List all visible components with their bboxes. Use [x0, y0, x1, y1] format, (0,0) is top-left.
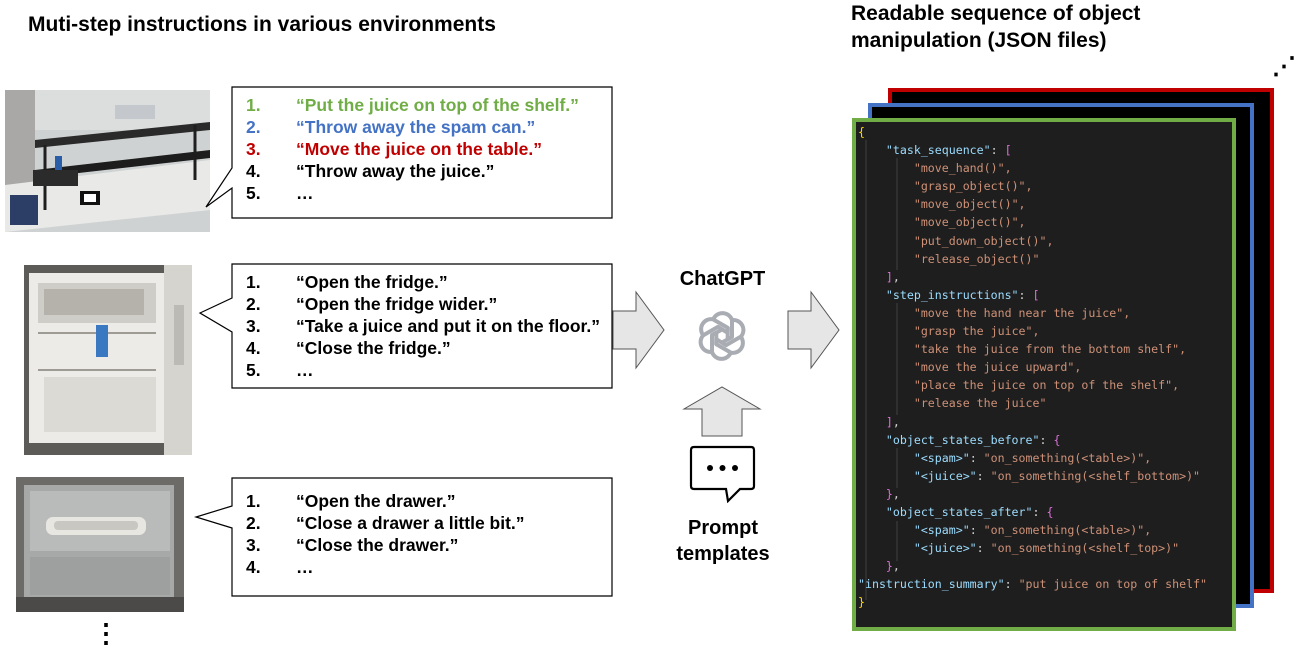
instruction-number: 1. [246, 95, 261, 115]
instruction-item: 4. “Throw away the juice.” [246, 160, 579, 182]
instruction-number: 3. [246, 316, 261, 336]
json-value: "on_something(<table>)", [983, 523, 1152, 538]
arrow-right-to-chatgpt [612, 290, 665, 370]
instruction-text: “Open the fridge wider.” [296, 294, 498, 314]
left-heading: Muti-step instructions in various enviro… [28, 13, 496, 36]
json-close-brace: } [858, 595, 865, 610]
instruction-list-1: 1. “Put the juice on top of the shelf.” 2… [246, 94, 579, 204]
json-value: "move_hand()", [913, 161, 1012, 176]
instruction-text: “Throw away the spam can.” [296, 117, 536, 137]
json-key: "<juice>" [913, 468, 977, 483]
json-key: "<juice>" [913, 541, 977, 556]
instruction-number: 4. [246, 338, 261, 358]
prompt-templates-label: Prompt templates [658, 515, 788, 567]
instruction-item: 3. “Move the juice on the table.” [246, 138, 579, 160]
instruction-item: 2. “Throw away the spam can.” [246, 116, 579, 138]
instruction-item: 1. “Open the drawer.” [246, 490, 525, 512]
instruction-number: 4. [246, 557, 261, 577]
callout-bubble-2 [198, 263, 613, 389]
instruction-text: “Open the drawer.” [296, 491, 456, 511]
arrow-right-to-json [787, 290, 840, 370]
prompt-label-line2: templates [676, 543, 770, 565]
json-value: "move the juice upward", [913, 360, 1082, 375]
json-value: "on_something(<table>)", [983, 450, 1152, 465]
prompt-label-line1: Prompt [688, 517, 758, 539]
json-value: "grasp the juice", [913, 324, 1040, 339]
instruction-number: 1. [246, 272, 261, 292]
json-key: "<spam>" [913, 523, 970, 538]
json-open-brace: { [858, 125, 865, 139]
json-value: "release the juice" [913, 396, 1047, 411]
instruction-text: “Put the juice on top of the shelf.” [296, 95, 579, 115]
instruction-item: 5. … [246, 182, 579, 204]
json-frame-green [852, 118, 1236, 631]
json-key: "<spam>" [913, 450, 970, 465]
json-key: "object_states_after" [885, 504, 1033, 519]
json-value: "move_object()", [913, 197, 1026, 212]
instruction-text: “Close the fridge.” [296, 338, 451, 358]
json-code: { "task_sequence": [ "move_hand()", "gra… [858, 125, 1208, 610]
instruction-number: 5. [246, 360, 261, 380]
json-key: "object_states_before" [885, 432, 1040, 447]
instruction-item: 3. “Take a juice and put it on the floor.… [246, 315, 600, 337]
instruction-item: 5. … [246, 359, 600, 381]
instruction-item: 1. “Put the juice on top of the shelf.” [246, 94, 579, 116]
instruction-number: 3. [246, 535, 261, 555]
json-value: "put_down_object()", [913, 233, 1054, 248]
instruction-text: … [296, 183, 314, 203]
more-json-ellipsis: ⋰ [1272, 53, 1296, 80]
photo-shelf-scene [5, 90, 210, 232]
json-value: "take the juice from the bottom shelf", [913, 342, 1187, 357]
json-value: "put juice on top of shelf" [1018, 577, 1208, 592]
instruction-number: 1. [246, 491, 261, 511]
chatgpt-label: ChatGPT [679, 268, 766, 290]
chat-bubble-icon [689, 445, 756, 503]
instruction-number: 3. [246, 139, 261, 159]
instruction-number: 2. [246, 513, 261, 533]
instruction-list-2: 1. “Open the fridge.” 2. “Open the fridge … [246, 271, 600, 381]
json-value: "grasp_object()", [913, 179, 1033, 194]
more-environments-ellipsis: ⋮ [93, 618, 119, 648]
photo-fridge-scene [24, 265, 192, 455]
right-heading-line1: Readable sequence of object [851, 2, 1141, 25]
callout-bubble-3 [193, 477, 613, 597]
instruction-item: 3. “Close the drawer.” [246, 534, 525, 556]
instruction-item: 2. “Close a drawer a little bit.” [246, 512, 525, 534]
instruction-text: “Close a drawer a little bit.” [296, 513, 525, 533]
json-value: "on_something(<shelf_top>)" [990, 541, 1180, 556]
chatgpt-logo-icon [695, 311, 749, 361]
json-key: "instruction_summary" [858, 577, 1005, 592]
instruction-text: “Open the fridge.” [296, 272, 448, 292]
right-heading-line2: manipulation (JSON files) [851, 29, 1107, 52]
json-value: "release_object()" [913, 251, 1040, 266]
instruction-number: 5. [246, 183, 261, 203]
json-key: "task_sequence" [885, 143, 991, 158]
instruction-text: “Throw away the juice.” [296, 161, 495, 181]
instruction-text: “Take a juice and put it on the floor.” [296, 316, 601, 336]
callout-bubble-1 [205, 86, 613, 219]
instruction-number: 4. [246, 161, 261, 181]
instruction-item: 2. “Open the fridge wider.” [246, 293, 600, 315]
instruction-item: 1. “Open the fridge.” [246, 271, 600, 293]
instruction-text: “Close the drawer.” [296, 535, 459, 555]
instruction-text: “Move the juice on the table.” [296, 139, 543, 159]
right-heading: Readable sequence of object manipulation… [851, 0, 1140, 54]
json-value: "place the juice on top of the shelf", [913, 378, 1180, 393]
json-value: "move the hand near the juice", [913, 305, 1131, 320]
instruction-item: 4. “Close the fridge.” [246, 337, 600, 359]
instruction-text: … [296, 557, 314, 577]
instruction-item: 4. … [246, 556, 525, 578]
instruction-list-3: 1. “Open the drawer.” 2. “Close a drawer a… [246, 490, 525, 578]
json-key: "step_instructions" [885, 287, 1019, 302]
instruction-number: 2. [246, 117, 261, 137]
instruction-number: 2. [246, 294, 261, 314]
instruction-text: … [296, 360, 314, 380]
arrow-up-from-prompt [682, 386, 762, 437]
photo-drawer-scene [16, 477, 184, 612]
json-value: "move_object()", [913, 215, 1026, 230]
json-value: "on_something(<shelf_bottom>)" [990, 468, 1201, 483]
